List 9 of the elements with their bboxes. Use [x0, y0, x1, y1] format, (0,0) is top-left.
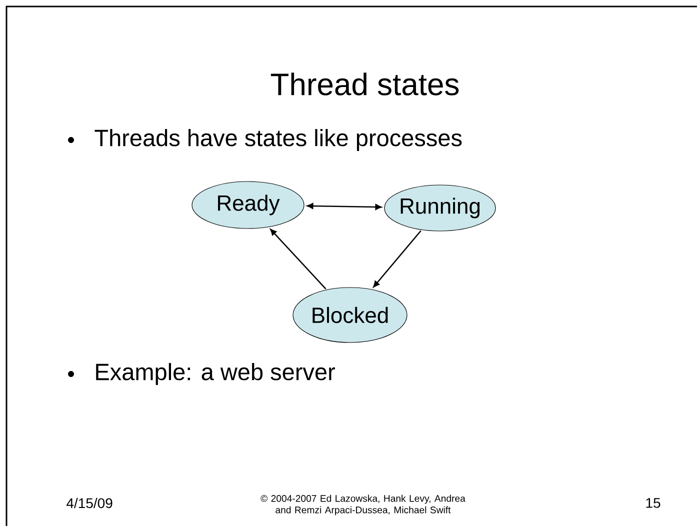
arrow: [373, 230, 422, 288]
footer-date: 4/15/09: [66, 498, 112, 508]
bullet-text: Example: a web server: [96, 363, 335, 385]
bullet-text: Threads have states like processes: [94, 129, 462, 151]
slide-title: Thread states: [270, 72, 459, 96]
page-number: 15: [646, 498, 660, 508]
footer-copyright: © 2004-2007 Ed Lazowska, Hank Levy, Andrea and Remzi Arpaci-Dussea, Michael Swift: [260, 494, 466, 516]
arrow: [270, 228, 326, 290]
arrow: [306, 203, 382, 210]
